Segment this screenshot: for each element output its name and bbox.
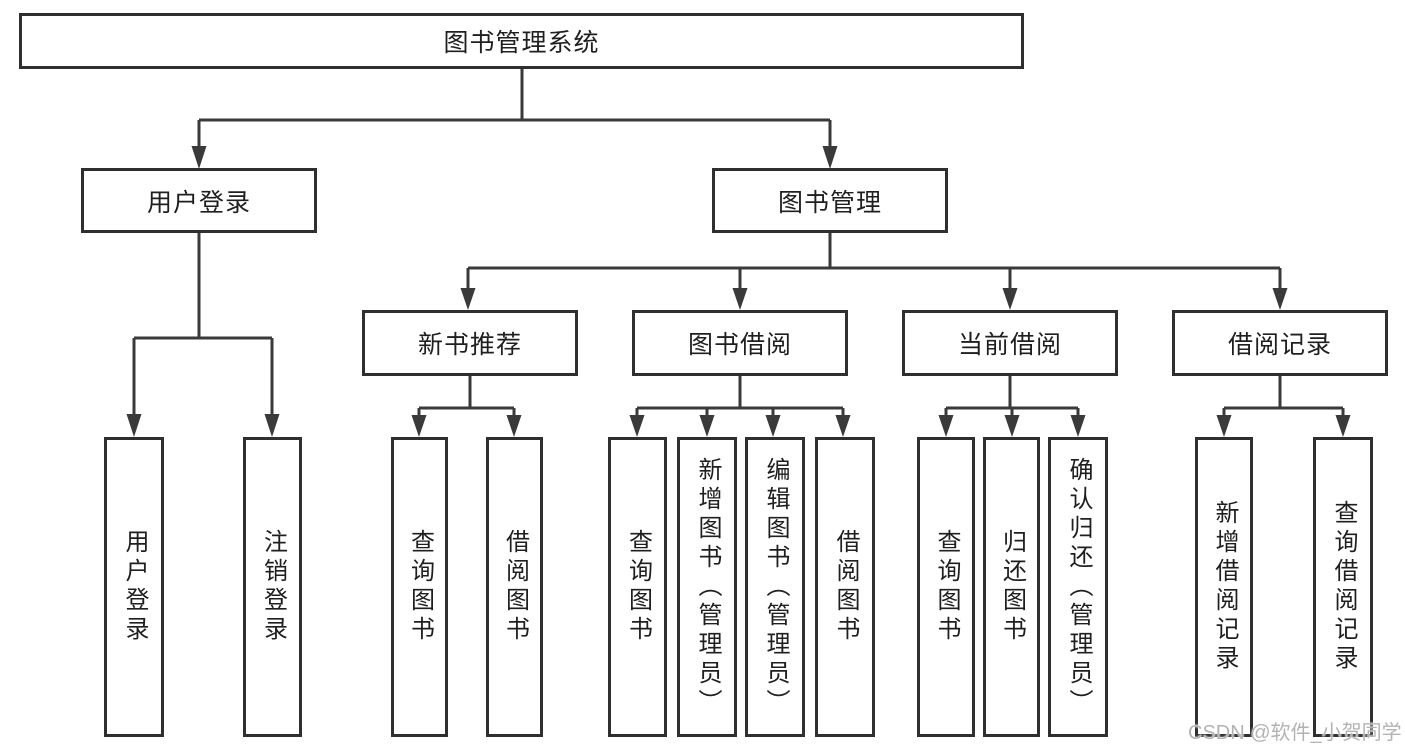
arrowhead-icon: [126, 414, 142, 437]
node-label: 用户登录: [121, 529, 148, 645]
arrowhead-icon: [822, 146, 838, 169]
connector-new-book-children: [411, 376, 522, 437]
arrowhead-icon: [699, 415, 715, 437]
node-label: 注销登录: [259, 529, 287, 645]
csdn-watermark: CSDN @软件_小贺同学: [1188, 722, 1402, 744]
connector-borrow-records-children: [1216, 376, 1351, 437]
arrowhead-icon: [938, 415, 954, 437]
node-label: 新书推荐: [417, 331, 522, 359]
node-leaf-user-login: 用户登录: [104, 437, 164, 737]
node-label: 新增图书（管理员）: [694, 456, 721, 718]
arrowhead-icon: [411, 415, 427, 437]
node-user-login: 用户登录: [81, 168, 317, 233]
arrowhead-icon: [1335, 415, 1351, 437]
arrowhead-icon: [765, 415, 781, 437]
connector-user-login-children: [126, 233, 280, 437]
node-label: 查询图书: [933, 529, 960, 645]
node-book-borrow: 图书借阅: [632, 310, 848, 376]
node-borrow-records: 借阅记录: [1172, 310, 1388, 376]
node-label: 查询图书: [406, 529, 434, 645]
node-leaf-query-books-borrow: 查询图书: [608, 437, 667, 737]
node-leaf-add-borrow-record: 新增借阅记录: [1195, 437, 1253, 737]
node-label: 查询图书: [624, 529, 652, 645]
arrowhead-icon: [835, 415, 851, 437]
connector-root-to-level2: [191, 69, 838, 169]
arrowhead-icon: [1002, 288, 1018, 310]
node-label: 借阅记录: [1227, 331, 1332, 359]
node-label: 图书管理系统: [443, 29, 600, 57]
arrowhead-icon: [629, 415, 645, 437]
arrowhead-icon: [264, 414, 280, 437]
node-label: 编辑图书（管理员）: [762, 456, 789, 718]
node-leaf-query-books-recommend: 查询图书: [391, 437, 448, 737]
node-leaf-borrow-books: 借阅图书: [815, 437, 875, 737]
arrowhead-icon: [732, 288, 748, 310]
node-label: 图书借阅: [687, 331, 792, 359]
connector-book-management-children: [460, 233, 1288, 310]
node-leaf-add-book-admin: 新增图书（管理员）: [677, 437, 737, 737]
node-label: 用户登录: [146, 188, 251, 217]
node-new-book-recommend: 新书推荐: [362, 310, 578, 376]
arrowhead-icon: [506, 415, 522, 437]
node-leaf-confirm-return-admin: 确认归还（管理员）: [1048, 437, 1108, 737]
connector-current-borrow-children: [938, 376, 1086, 437]
connector-book-borrow-children: [629, 376, 851, 437]
node-label: 查询借阅记录: [1330, 500, 1357, 674]
arrowhead-icon: [1004, 415, 1020, 437]
node-leaf-edit-book-admin: 编辑图书（管理员）: [745, 437, 805, 737]
node-leaf-borrow-books-recommend: 借阅图书: [486, 437, 543, 737]
node-current-borrow: 当前借阅: [902, 310, 1118, 376]
arrowhead-icon: [1070, 415, 1086, 437]
node-leaf-query-borrow-record: 查询借阅记录: [1313, 437, 1373, 737]
node-label: 当前借阅: [957, 331, 1062, 359]
node-label: 新增借阅记录: [1211, 500, 1238, 674]
node-label: 归还图书: [998, 529, 1026, 645]
node-leaf-return-books: 归还图书: [983, 437, 1040, 737]
node-label: 确认归还（管理员）: [1065, 456, 1092, 718]
arrowhead-icon: [1272, 288, 1288, 310]
node-book-management: 图书管理: [712, 168, 948, 233]
node-leaf-logout: 注销登录: [243, 437, 302, 737]
node-label: 借阅图书: [832, 529, 859, 645]
node-leaf-query-books-current: 查询图书: [917, 437, 975, 737]
arrowhead-icon: [1216, 415, 1232, 437]
node-label: 图书管理: [777, 188, 882, 217]
arrowhead-icon: [191, 146, 207, 169]
node-library-management-system: 图书管理系统: [19, 13, 1024, 69]
arrowhead-icon: [460, 288, 476, 310]
node-label: 借阅图书: [501, 529, 529, 645]
